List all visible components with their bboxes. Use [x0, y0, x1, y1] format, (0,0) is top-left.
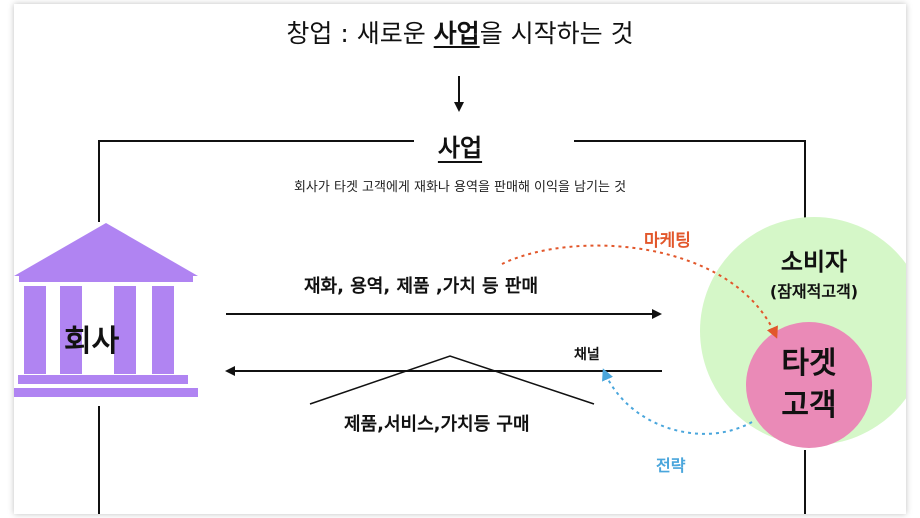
marketing-label: 마케팅	[644, 231, 691, 251]
title-keyword: 사업	[433, 19, 480, 48]
strategy-arrow	[602, 368, 753, 435]
company-building-icon	[14, 223, 198, 397]
marketing-arrow	[501, 244, 778, 339]
strategy-label: 전략	[656, 456, 686, 475]
title-prefix: 창업 : 새로운	[286, 19, 434, 48]
channel-label: 채널	[574, 347, 600, 363]
buy-label: 제품,서비스,가치등 구매	[344, 414, 530, 435]
target-label-line1: 타겟	[781, 346, 837, 381]
business-heading-text: 사업	[437, 134, 483, 162]
consumer-sublabel: (잠재적고객)	[769, 282, 859, 301]
business-heading: 사업	[14, 128, 906, 163]
business-definition: 회사가 타겟 고객에게 재화나 용역을 판매해 이익을 남기는 것	[293, 180, 627, 195]
page-title: 창업 : 새로운 사업을 시작하는 것	[14, 14, 906, 50]
diagram-canvas	[14, 76, 906, 514]
title-suffix: 을 시작하는 것	[479, 19, 634, 48]
business-bracket-left	[98, 140, 414, 222]
slide: 창업 : 새로운 사업을 시작하는 것 사업 회사가 타겟 고객에게 재화나 용…	[14, 4, 906, 514]
company-label: 회사	[64, 324, 120, 359]
channel-roof-line	[309, 355, 595, 405]
target-label-line2: 고객	[781, 388, 837, 423]
sell-label: 재화, 용역, 제품 ,가치 등 판매	[304, 276, 539, 297]
consumer-label: 소비자	[780, 248, 848, 276]
target-circle	[746, 322, 872, 448]
